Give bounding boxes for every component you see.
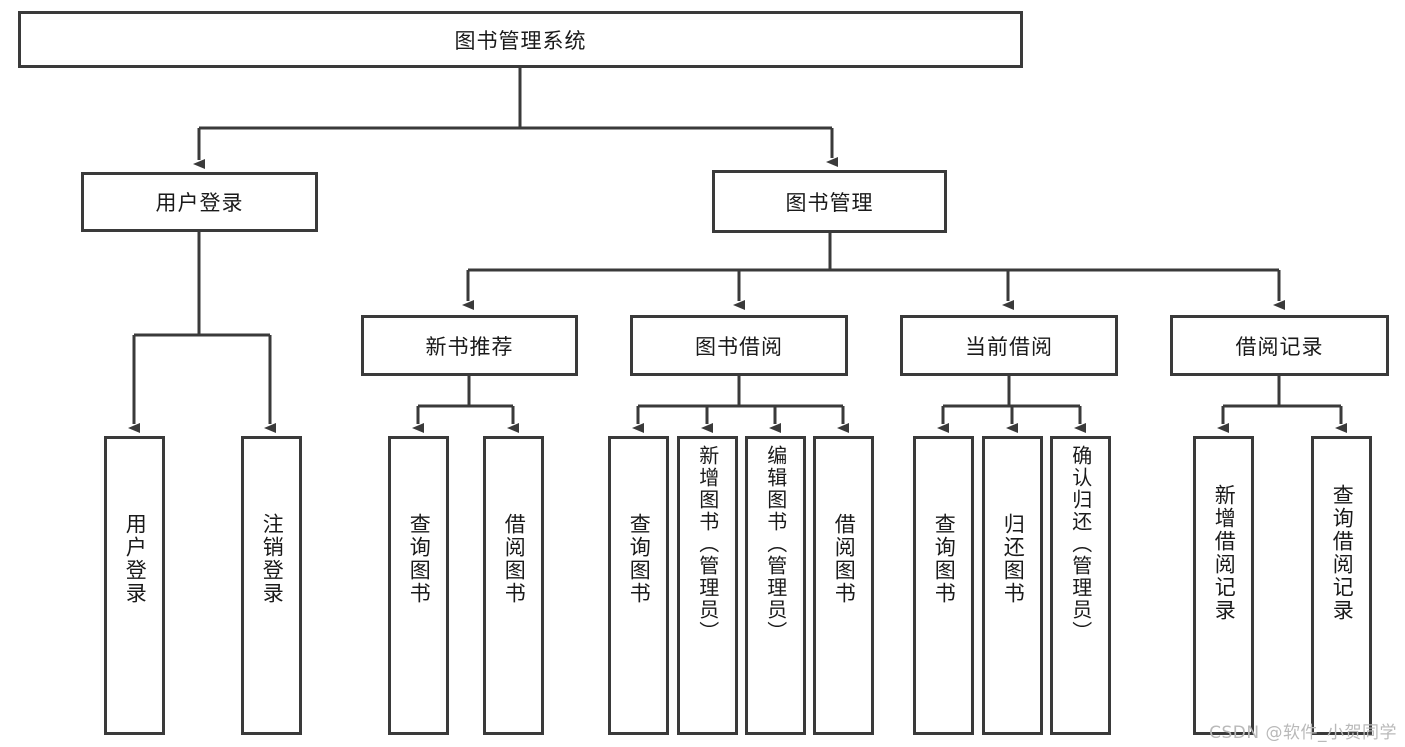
node-leaf-edit-book[interactable]: 编辑图书（管理员） bbox=[745, 436, 806, 735]
node-new-book-rec[interactable]: 新书推荐 bbox=[361, 315, 578, 376]
node-leaf-query-book-a[interactable]: 查询图书 bbox=[388, 436, 449, 735]
node-borrow-record-label: 借阅记录 bbox=[1235, 334, 1324, 359]
node-leaf-borrow-book-b[interactable]: 借阅图书 bbox=[813, 436, 874, 735]
csdn-watermark: CSDN @软件_小贺同学 bbox=[1209, 723, 1397, 743]
node-book-manage-label: 图书管理 bbox=[785, 190, 874, 215]
node-leaf-query-book-c-label: 查询图书 bbox=[932, 513, 957, 605]
node-root-label: 图书管理系统 bbox=[454, 28, 587, 53]
node-leaf-borrow-book-b-label: 借阅图书 bbox=[832, 513, 857, 605]
node-current-borrow-label: 当前借阅 bbox=[965, 334, 1053, 359]
node-leaf-confirm-return-label: 确认归还（管理员） bbox=[1068, 445, 1093, 643]
node-leaf-add-book-label: 新增图书（管理员） bbox=[695, 445, 720, 643]
node-book-borrow[interactable]: 图书借阅 bbox=[630, 315, 848, 376]
node-leaf-user-login-label: 用户登录 bbox=[123, 513, 148, 605]
node-leaf-add-book[interactable]: 新增图书（管理员） bbox=[677, 436, 738, 735]
node-book-manage[interactable]: 图书管理 bbox=[712, 170, 947, 233]
node-leaf-query-book-b-label: 查询图书 bbox=[627, 513, 652, 605]
node-leaf-query-book-b[interactable]: 查询图书 bbox=[608, 436, 669, 735]
node-leaf-borrow-book-a-label: 借阅图书 bbox=[502, 513, 527, 605]
node-leaf-logout-label: 注销登录 bbox=[260, 513, 285, 605]
node-current-borrow[interactable]: 当前借阅 bbox=[900, 315, 1118, 376]
node-leaf-return-book[interactable]: 归还图书 bbox=[982, 436, 1043, 735]
node-leaf-user-login[interactable]: 用户登录 bbox=[104, 436, 165, 735]
node-leaf-borrow-book-a[interactable]: 借阅图书 bbox=[483, 436, 544, 735]
node-new-book-rec-label: 新书推荐 bbox=[425, 334, 514, 359]
node-leaf-query-record-label: 查询借阅记录 bbox=[1330, 484, 1355, 622]
node-user-login[interactable]: 用户登录 bbox=[81, 172, 318, 232]
node-leaf-logout[interactable]: 注销登录 bbox=[241, 436, 302, 735]
node-leaf-confirm-return[interactable]: 确认归还（管理员） bbox=[1050, 436, 1111, 735]
node-leaf-return-book-label: 归还图书 bbox=[1001, 513, 1026, 605]
node-leaf-add-record-label: 新增借阅记录 bbox=[1212, 484, 1237, 622]
node-leaf-query-record[interactable]: 查询借阅记录 bbox=[1311, 436, 1372, 735]
node-root[interactable]: 图书管理系统 bbox=[18, 11, 1023, 68]
node-leaf-query-book-c[interactable]: 查询图书 bbox=[913, 436, 974, 735]
node-borrow-record[interactable]: 借阅记录 bbox=[1170, 315, 1389, 376]
node-user-login-label: 用户登录 bbox=[155, 191, 244, 215]
node-leaf-add-record[interactable]: 新增借阅记录 bbox=[1193, 436, 1254, 735]
node-leaf-query-book-a-label: 查询图书 bbox=[407, 513, 432, 605]
node-leaf-edit-book-label: 编辑图书（管理员） bbox=[763, 445, 788, 643]
node-book-borrow-label: 图书借阅 bbox=[695, 334, 783, 359]
